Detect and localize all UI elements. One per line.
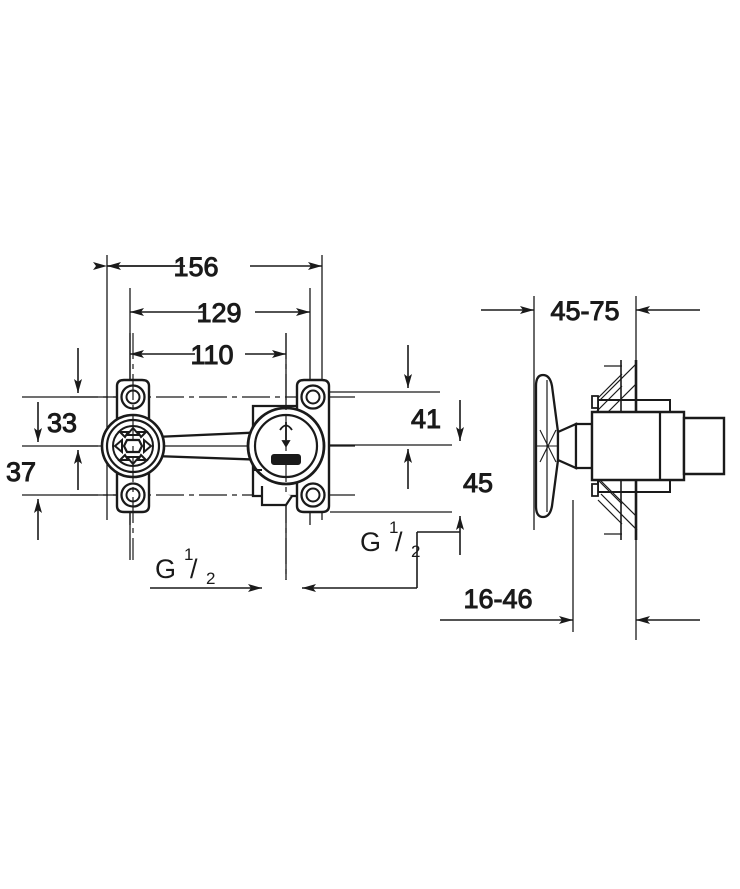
thread-label-left-denominator: 2 [206,569,215,588]
sleeve-bottom [598,480,671,493]
sleeve-top [598,399,671,412]
thread-leader-right [302,531,460,592]
right-lower-fixing-hole-inner [305,487,321,503]
thread-label-right-denominator: 2 [411,542,420,561]
cartridge-barrel [590,410,686,482]
thread-label-right-slash: / [395,527,403,557]
thread-label-right-group: G 1 / 2 [360,518,420,561]
thread-label-left-numerator: 1 [184,545,193,564]
dimension-label-156: 156 [173,252,218,282]
thread-label-right-prefix: G [360,527,381,557]
front-view-body [70,333,355,580]
thread-label-left-prefix: G [155,554,176,584]
front-view-right-ext-lines [330,391,452,513]
right-upper-fixing-hole-inner [305,389,321,405]
locating-lug-top [591,395,599,409]
dimension-label-129: 129 [196,298,241,328]
rear-outlet-block [682,416,726,476]
spindle-cone [556,422,578,470]
thread-label-right-numerator: 1 [389,518,398,537]
dimension-label-110: 110 [190,340,233,370]
dimension-label-33: 33 [47,408,77,438]
dimension-label-45-75: 45-75 [550,296,619,326]
locating-lug-bottom [591,483,599,497]
dimension-label-16-46: 16-46 [463,584,532,614]
thread-label-left-slash: / [190,554,198,584]
spindle-collar [574,422,594,470]
dimension-label-41: 41 [411,404,441,434]
thread-label-left-group: G 1 / 2 [155,545,215,588]
escutcheon-centremark [536,429,558,463]
dimension-label-45: 45 [463,468,493,498]
dimension-label-37: 37 [6,457,36,487]
outlet-stub [260,486,293,507]
side-section-view-body [534,360,726,540]
